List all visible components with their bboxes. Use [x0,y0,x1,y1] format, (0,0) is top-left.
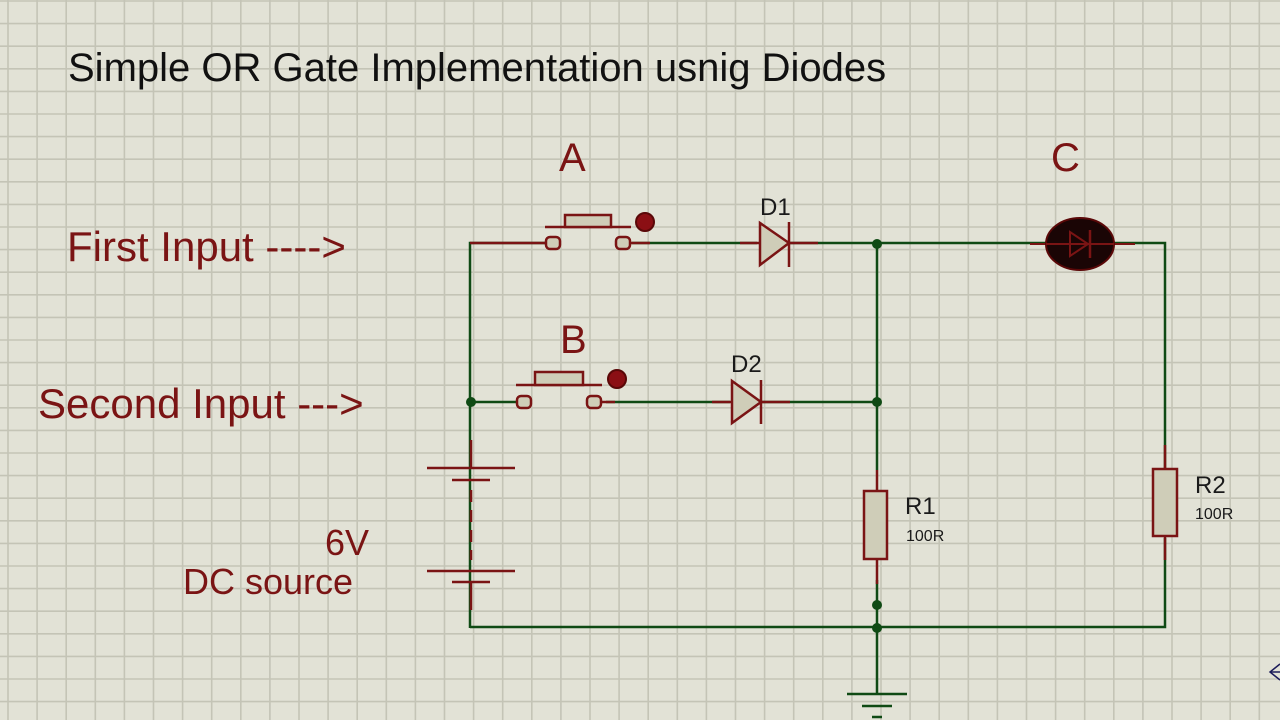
ground-symbol [847,692,907,719]
led-output-c[interactable] [1030,217,1135,271]
first-input-label: First Input ----> [67,223,346,270]
junction-dot [872,397,882,407]
switch-a-label: A [559,136,586,180]
junction-dot [872,239,882,249]
d2-ref-label: D2 [731,351,762,378]
battery-dc-source[interactable] [427,440,515,610]
source-voltage-label: 6V [325,522,369,563]
junction-dot [872,600,882,610]
r2-value-label: 100R [1195,506,1233,523]
cursor-icon [1268,663,1280,681]
diode-d1[interactable] [740,220,818,268]
r1-value-label: 100R [906,528,944,545]
switch-b-toggle-icon[interactable] [607,369,627,389]
diode-d2[interactable] [712,378,790,426]
switch-b-label: B [560,318,587,362]
junction-dot [872,623,882,633]
second-input-label: Second Input ---> [38,380,364,427]
d1-ref-label: D1 [760,194,791,221]
r2-ref-label: R2 [1195,472,1226,499]
junctions [466,239,882,633]
junction-dot [466,397,476,407]
r1-ref-label: R1 [905,493,936,520]
resistor-r2[interactable] [1151,445,1179,560]
diagram-title: Simple OR Gate Implementation usnig Diod… [68,46,886,90]
output-c-label: C [1051,136,1080,180]
wire-bottom-rail [470,538,1167,629]
push-button-a[interactable] [470,212,655,251]
push-button-b[interactable] [515,369,627,410]
switch-a-toggle-icon[interactable] [635,212,655,232]
source-name-label: DC source [183,561,353,602]
resistor-r1[interactable] [862,470,889,584]
